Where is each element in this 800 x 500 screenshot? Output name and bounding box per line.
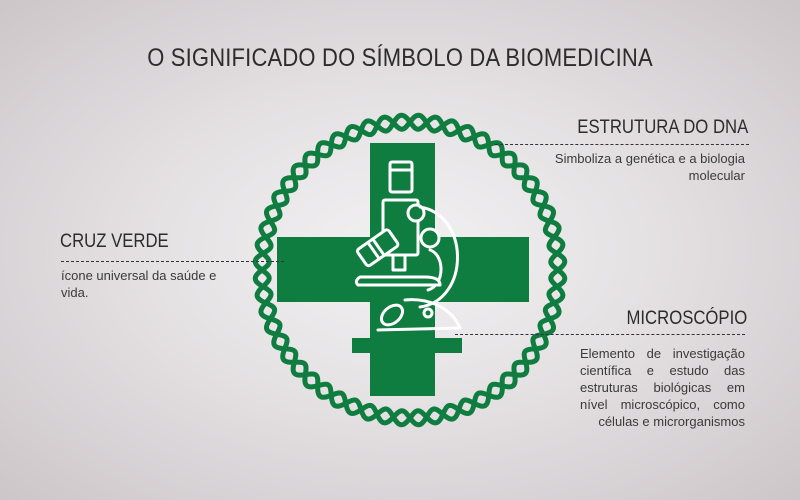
dna-leader-line <box>495 144 749 145</box>
dna-structure-description: Simboliza a genética e a biologia molecu… <box>554 151 745 183</box>
page-title: O SIGNIFICADO DO SÍMBOLO DA BIOMEDICINA <box>147 44 653 72</box>
dna-ring-icon <box>252 112 568 428</box>
microscope-leader-line <box>455 334 745 335</box>
green-cross-description: ícone universal da saúde e vida. <box>61 268 217 300</box>
microscope-icon <box>354 160 462 332</box>
microscope-description: Elemento de investigação científica e es… <box>580 346 745 429</box>
green-cross-leader-line <box>61 261 284 262</box>
green-cross-title: CRUZ VERDE <box>60 231 169 252</box>
dna-structure-title: ESTRUTURA DO DNA <box>577 117 748 138</box>
microscope-title: MICROSCÓPIO <box>626 308 747 329</box>
